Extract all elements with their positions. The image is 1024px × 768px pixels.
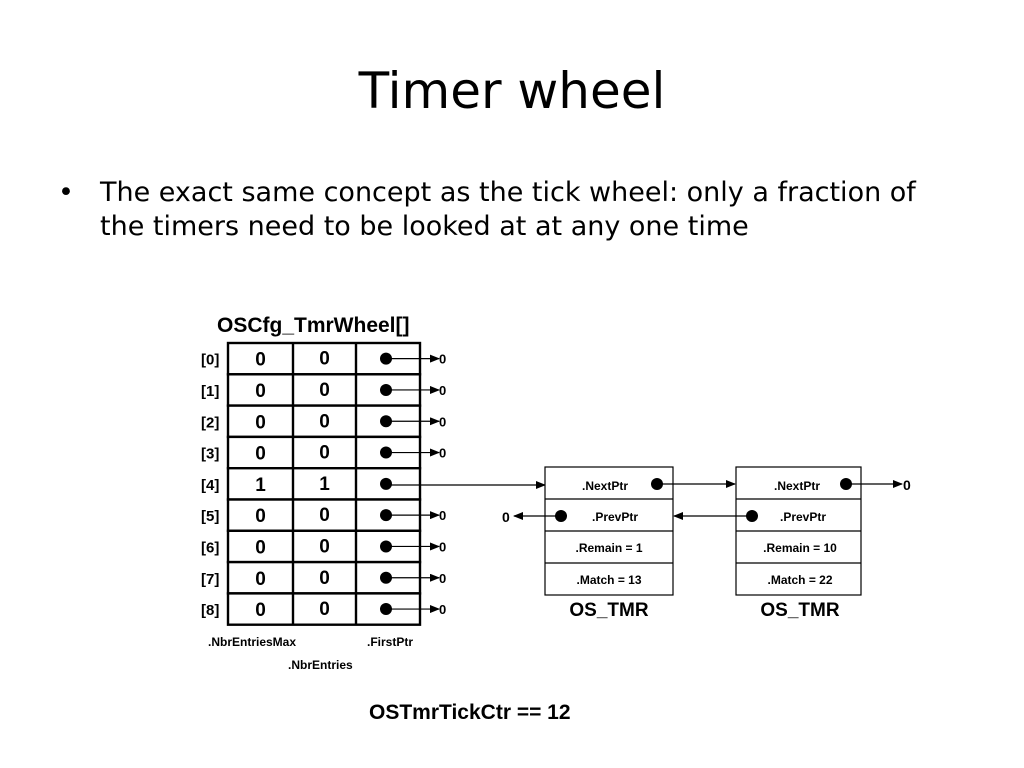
row-max: 0 — [255, 600, 266, 621]
first-ptr-dot — [380, 477, 392, 490]
wheel-row: [8] 0 0 0 — [201, 592, 446, 626]
row-index: [7] — [201, 571, 219, 588]
row-max: 0 — [255, 412, 266, 433]
row-entries: 0 — [319, 349, 330, 370]
row-max: 0 — [255, 537, 266, 558]
null-ptr: 0 — [439, 508, 446, 523]
tmr1-name: OS_TMR — [569, 600, 648, 621]
os-tmr-1: .NextPtr .PrevPtr .Remain = 1 .Match = 1… — [544, 466, 674, 621]
row-entries: 0 — [319, 411, 330, 432]
wheel-row: [5] 0 0 0 — [201, 498, 446, 532]
tmr2-prev: .PrevPtr — [780, 510, 826, 524]
null-ptr: 0 — [439, 446, 446, 461]
bullet-dot: • — [58, 177, 74, 208]
array-title: OSCfg_TmrWheel[] — [217, 314, 410, 337]
row-max: 0 — [255, 569, 266, 590]
col-label-entries: .NbrEntries — [288, 658, 353, 672]
row-entries: 0 — [319, 443, 330, 464]
row-index: [4] — [201, 477, 219, 494]
row-index: [5] — [201, 508, 219, 525]
null-ptr: 0 — [439, 352, 446, 367]
wheel-row: [1] 0 0 0 — [201, 373, 446, 407]
tmr1-next: .NextPtr — [582, 479, 628, 493]
row-max: 0 — [255, 381, 266, 402]
null-ptr: 0 — [439, 383, 446, 398]
row-max: 0 — [255, 506, 266, 527]
row-index: [0] — [201, 352, 219, 369]
tmr1-prev: .PrevPtr — [592, 510, 638, 524]
slide-title: Timer wheel — [358, 62, 666, 120]
col-label-first: .FirstPtr — [367, 635, 413, 649]
tick-counter: OSTmrTickCtr == 12 — [369, 701, 571, 724]
null-ptr: 0 — [439, 571, 446, 586]
tmr2-remain: .Remain = 10 — [763, 541, 837, 555]
row-entries: 0 — [319, 536, 330, 557]
row-entries: 0 — [319, 505, 330, 526]
null-ptr: 0 — [439, 414, 446, 429]
tmr2-next-null: 0 — [903, 477, 911, 493]
tmr1-match: .Match = 13 — [576, 573, 641, 587]
wheel-row: [0] 0 0 0 — [201, 341, 446, 376]
tmr1-prev-null: 0 — [502, 509, 510, 525]
tmr1-remain: .Remain = 1 — [575, 541, 642, 555]
wheel-row: [4] 1 1 — [201, 467, 422, 501]
wheel-array: [0] 0 0 0 [1] 0 0 0 [2] 0 0 0 [3] 0 0 0 [4] 1 1 [5] 0 0 0 [6] 0 0… — [201, 341, 446, 626]
row-entries: 0 — [319, 380, 330, 401]
wheel-row: [6] 0 0 0 — [201, 529, 446, 564]
row-entries: 1 — [319, 474, 330, 495]
row-index: [1] — [201, 383, 219, 400]
row-max: 1 — [255, 475, 266, 496]
row-entries: 0 — [319, 599, 330, 620]
row-index: [2] — [201, 414, 219, 431]
col-label-max: .NbrEntriesMax — [208, 635, 296, 649]
row-index: [6] — [201, 539, 219, 556]
null-ptr: 0 — [439, 602, 446, 617]
row-max: 0 — [255, 350, 266, 371]
null-ptr: 0 — [439, 539, 446, 554]
wheel-row: [7] 0 0 0 — [201, 560, 446, 595]
tmr2-next: .NextPtr — [774, 479, 820, 493]
tmr2-name: OS_TMR — [760, 600, 839, 621]
wheel-row: [2] 0 0 0 — [201, 404, 446, 439]
bullet-text: The exact same concept as the tick wheel… — [100, 177, 916, 242]
row-index: [3] — [201, 446, 219, 463]
wheel-row: [3] 0 0 0 — [201, 435, 446, 470]
os-tmr-2: .NextPtr .PrevPtr .Remain = 10 .Match = … — [735, 466, 862, 621]
row-index: [8] — [201, 602, 219, 619]
row-max: 0 — [255, 444, 266, 465]
tmr2-match: .Match = 22 — [767, 573, 832, 587]
row-entries: 0 — [319, 568, 330, 589]
